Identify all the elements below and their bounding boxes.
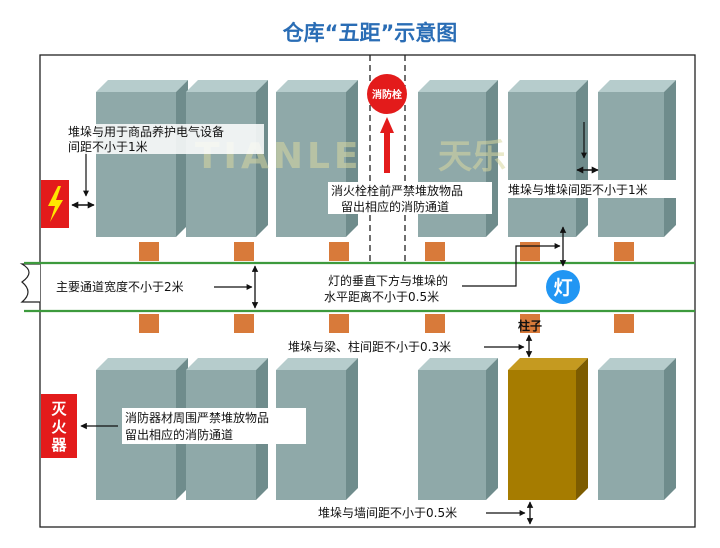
stack-bottom-6 <box>598 358 676 500</box>
lamp-pointer <box>462 243 561 287</box>
stack-top-6 <box>598 80 676 237</box>
stack-bottom-3 <box>276 358 358 500</box>
pillar-markers-bottom <box>139 314 634 333</box>
wall-gap-label: 堆垛与墙间距不小于0.5米 <box>318 505 457 520</box>
extinguisher-char-3: 器 <box>50 436 67 454</box>
hydrant-note-2: 留出相应的消防通道 <box>341 199 449 214</box>
hydrant-icon: 消防栓 <box>367 74 407 114</box>
extinguisher-note-1: 消防器材周围严禁堆放物品 <box>125 410 269 425</box>
column-block <box>508 358 588 500</box>
extinguisher-note-2: 留出相应的消防通道 <box>125 427 233 442</box>
diagram-title: 仓库“五距”示意图 <box>282 21 458 45</box>
watermark-chinese: 天乐 <box>438 137 506 177</box>
lamp-note-2: 水平距离不小于0.5米 <box>324 289 439 304</box>
electrical-label-1: 堆垛与用于商品养护电气设备 <box>68 124 224 139</box>
stack-top-5 <box>508 80 588 237</box>
stack-top-2 <box>186 80 268 237</box>
beam-gap-label: 堆垛与梁、柱间距不小于0.3米 <box>288 339 451 354</box>
stack-top-1 <box>96 80 188 237</box>
lightning-icon <box>41 180 69 228</box>
lamp-note-1: 灯的垂直下方与堆垛的 <box>328 273 448 288</box>
stack-bottom-4 <box>418 358 498 500</box>
hydrant-arrow-head <box>380 117 394 133</box>
aisle-width-label: 主要通道宽度不小于2米 <box>56 279 184 294</box>
stack-gap-label: 堆垛与堆垛间距不小于1米 <box>508 182 648 197</box>
electrical-label-2: 间距不小于1米 <box>68 140 148 154</box>
hydrant-arrow-shaft <box>384 133 390 173</box>
pillar-markers-top <box>139 242 634 261</box>
extinguisher-char-1: 灭 <box>50 400 67 418</box>
extinguisher-char-2: 火 <box>51 418 67 436</box>
hydrant-label: 消防栓 <box>372 88 402 101</box>
entrance-notch <box>19 263 40 303</box>
lamp-label: 灯 <box>553 277 572 299</box>
fire-extinguisher-icon: 灭 火 器 <box>41 394 77 458</box>
lamp-icon <box>546 270 580 304</box>
hydrant-note-1: 消火栓栓前严禁堆放物品 <box>331 183 463 198</box>
column-label: 柱子 <box>518 318 542 333</box>
